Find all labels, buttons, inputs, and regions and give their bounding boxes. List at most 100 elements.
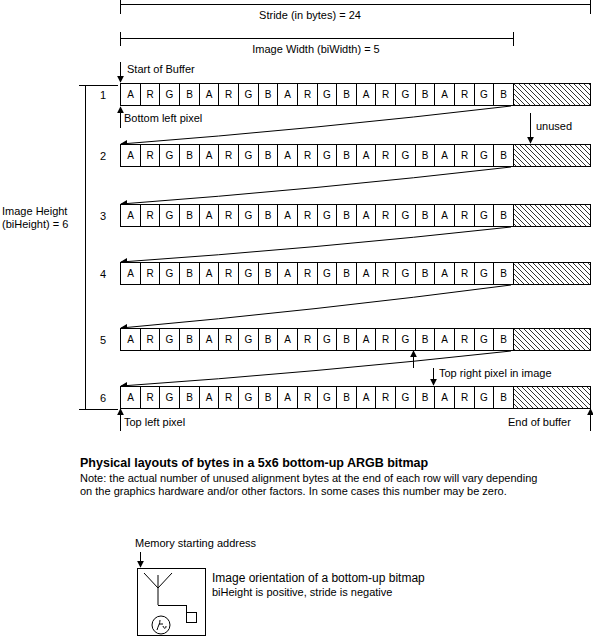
byte-cell: A	[199, 83, 219, 106]
byte-cell: B	[258, 328, 278, 351]
unused-bytes	[514, 84, 591, 106]
byte-cell: A	[120, 204, 141, 227]
byte-cell: A	[356, 144, 376, 167]
byte-letter: A	[206, 210, 213, 221]
byte-letter: B	[265, 210, 272, 221]
byte-letter: R	[225, 334, 232, 345]
note-text: Note: the actual number of unused alignm…	[80, 472, 550, 498]
byte-letter: A	[206, 392, 213, 403]
byte-letter: R	[146, 150, 153, 161]
byte-cell: R	[375, 83, 396, 106]
byte-cell: R	[140, 328, 160, 351]
byte-cell: A	[277, 328, 298, 351]
byte-letter: B	[343, 89, 350, 100]
byte-cell: R	[375, 328, 396, 351]
byte-letter: B	[500, 89, 507, 100]
byte-cell: A	[356, 328, 376, 351]
byte-cell: B	[493, 386, 514, 409]
pointer-arrow	[413, 351, 414, 368]
byte-cell: B	[415, 386, 435, 409]
byte-letter: R	[225, 89, 232, 100]
dimension-tick	[79, 409, 118, 410]
byte-cell: B	[258, 83, 278, 106]
byte-cell: B	[258, 144, 278, 167]
byte-letter: G	[166, 268, 174, 279]
byte-cell: A	[120, 386, 141, 409]
byte-letter: R	[461, 150, 468, 161]
byte-cell: G	[395, 144, 416, 167]
byte-cell: A	[277, 386, 298, 409]
byte-letter: R	[461, 392, 468, 403]
byte-cell: G	[317, 328, 337, 351]
byte-letter: A	[127, 210, 134, 221]
byte-cell: G	[238, 204, 259, 227]
byte-letter: R	[304, 89, 311, 100]
byte-letter: G	[245, 268, 253, 279]
byte-cell: G	[474, 262, 494, 285]
pointer-label: Start of Buffer	[127, 63, 195, 76]
byte-cell: A	[277, 144, 298, 167]
pointer-label: End of buffer	[508, 416, 571, 429]
byte-letter: A	[284, 210, 291, 221]
byte-cell: B	[258, 262, 278, 285]
byte-cell: R	[218, 262, 239, 285]
byte-letter: G	[402, 268, 410, 279]
byte-cell: G	[159, 144, 180, 167]
byte-cell: R	[375, 262, 396, 285]
unused-bytes	[514, 263, 591, 285]
byte-letter: A	[441, 268, 448, 279]
byte-letter: R	[304, 210, 311, 221]
byte-letter: R	[382, 334, 389, 345]
byte-cell: B	[258, 386, 278, 409]
byte-letter: G	[323, 392, 331, 403]
byte-letter: B	[422, 268, 429, 279]
dimension-tick	[79, 85, 118, 86]
pointer-arrow	[433, 368, 434, 385]
byte-cell: B	[336, 144, 357, 167]
byte-cell: G	[159, 83, 180, 106]
byte-cell: A	[434, 83, 455, 106]
byte-cell: G	[474, 328, 494, 351]
icon-caption: Image orientation of a bottom-up bitmap	[212, 571, 425, 585]
byte-letter: G	[323, 150, 331, 161]
byte-cell: G	[317, 204, 337, 227]
byte-letter: B	[186, 392, 193, 403]
pointer-label: Top left pixel	[124, 416, 185, 429]
byte-letter: R	[461, 268, 468, 279]
row-number: 6	[100, 392, 106, 405]
byte-letter: R	[461, 89, 468, 100]
byte-letter: R	[304, 268, 311, 279]
byte-letter: B	[186, 268, 193, 279]
byte-letter: B	[265, 150, 272, 161]
pointer-arrow	[530, 113, 531, 143]
byte-cell: B	[179, 386, 200, 409]
width-line	[121, 38, 514, 39]
byte-cell: R	[218, 328, 239, 351]
byte-letter: A	[206, 334, 213, 345]
byte-letter: G	[166, 150, 174, 161]
byte-letter: G	[166, 89, 174, 100]
byte-cell: B	[415, 144, 435, 167]
byte-cell: R	[375, 144, 396, 167]
byte-letter: B	[500, 334, 507, 345]
byte-letter: A	[441, 89, 448, 100]
byte-letter: G	[323, 210, 331, 221]
byte-letter: A	[363, 89, 370, 100]
byte-letter: A	[206, 268, 213, 279]
byte-cell: G	[317, 144, 337, 167]
byte-cell: G	[159, 262, 180, 285]
byte-cell: A	[434, 204, 455, 227]
byte-cell: A	[199, 144, 219, 167]
byte-letter: R	[304, 150, 311, 161]
byte-letter: G	[402, 150, 410, 161]
byte-cell: R	[375, 386, 396, 409]
byte-letter: G	[323, 89, 331, 100]
byte-cell: B	[493, 204, 514, 227]
byte-cell: A	[356, 83, 376, 106]
byte-letter: R	[146, 334, 153, 345]
byte-cell: R	[140, 386, 160, 409]
byte-letter: G	[480, 334, 488, 345]
byte-letter: R	[146, 392, 153, 403]
byte-letter: R	[304, 392, 311, 403]
byte-cell: B	[336, 262, 357, 285]
